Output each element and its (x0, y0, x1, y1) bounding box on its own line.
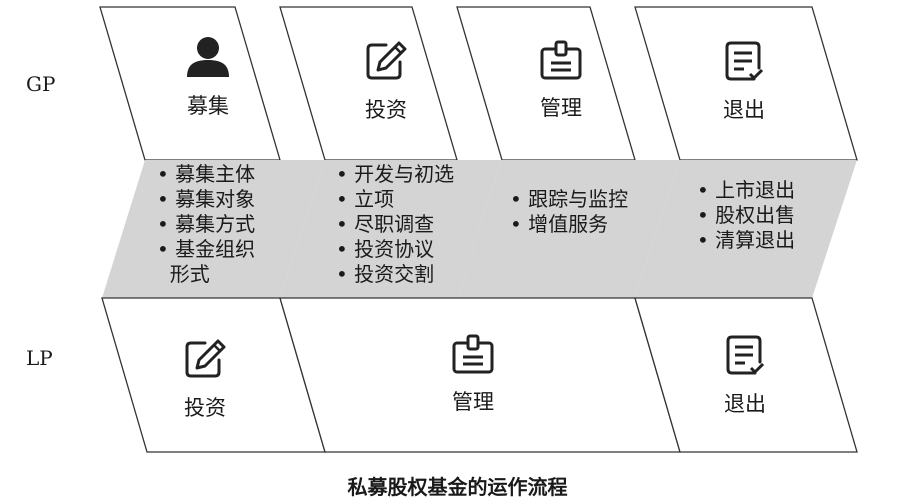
gp-box-exit: 退出 (704, 40, 784, 124)
badge-icon (540, 40, 582, 80)
lp-box-management: 管理 (433, 334, 513, 416)
band-item: 股权出售 (697, 203, 795, 228)
gp-box-label: 管理 (540, 96, 582, 120)
band-item-continuation: 形式 (169, 262, 210, 286)
row-label-lp: LP (26, 346, 53, 370)
checklist-icon (726, 335, 765, 375)
person-icon (187, 37, 229, 77)
badge-icon (452, 334, 494, 374)
lp-box-label: 退出 (724, 392, 766, 416)
lp-box-exit: 退出 (705, 334, 785, 418)
gp-box-label: 退出 (723, 98, 765, 122)
band-management: 跟踪与监控 增值服务 (510, 187, 628, 237)
band-item: 基金组织 (157, 237, 255, 262)
band-item: 开发与初选 (336, 162, 454, 187)
band-item: 尽职调查 (336, 212, 454, 237)
gp-box-fundraising: 募集 (168, 36, 248, 120)
band-item: 募集方式 (157, 212, 255, 237)
checklist-icon (725, 41, 764, 81)
band-item: 立项 (336, 187, 454, 212)
figure-caption: 私募股权基金的运作流程 (347, 475, 568, 499)
band-item: 募集主体 (157, 162, 255, 187)
gp-box-label: 募集 (187, 94, 229, 118)
band-exit: 上市退出 股权出售 清算退出 (697, 178, 795, 253)
band-item: 跟踪与监控 (510, 187, 628, 212)
diagram-canvas: GP LP 募集 投资 管理 退 (0, 0, 915, 488)
gp-box-label: 投资 (365, 98, 407, 122)
band-item: 上市退出 (697, 178, 795, 203)
gp-box-management: 管理 (521, 40, 601, 122)
band-item: 募集对象 (157, 187, 255, 212)
lp-box-label: 管理 (452, 390, 494, 414)
band-item: 清算退出 (697, 228, 795, 253)
lp-box-outline (634, 297, 858, 453)
lp-box-label: 投资 (184, 396, 226, 420)
edit-icon (366, 41, 407, 80)
band-item: 投资交割 (336, 262, 454, 287)
band-investment: 开发与初选 立项 尽职调查 投资协议 投资交割 (336, 162, 454, 287)
band-item: 增值服务 (510, 212, 628, 237)
gp-box-investment: 投资 (346, 40, 426, 124)
edit-icon (185, 339, 226, 378)
lp-box-investment: 投资 (165, 338, 245, 422)
row-label-gp: GP (26, 72, 56, 96)
band-item: 投资协议 (336, 237, 454, 262)
band-fundraising: 募集主体 募集对象 募集方式 基金组织 形式 (157, 162, 255, 287)
